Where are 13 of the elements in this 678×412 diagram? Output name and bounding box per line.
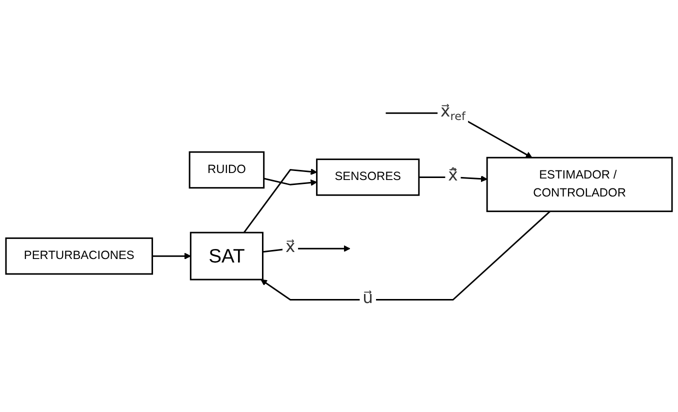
- arrow: [264, 177, 318, 186]
- node-box: [190, 231, 264, 280]
- arrow: [243, 168, 318, 233]
- arrow: [152, 252, 191, 259]
- edge-label: x⃗$_{ref}$: [440, 102, 466, 122]
- edge-label: x⃗: [285, 237, 296, 256]
- block-diagram: x⃗$_{ref}$ u⃗ x⃗ x̂⃗ PERTURBACIONES ESTIMADOR / CONTROLADOR SAT SENSORES RUIDO: [0, 90, 678, 322]
- edge-label: x̂⃗: [448, 166, 458, 185]
- node-box: [486, 156, 673, 212]
- edge-label: u⃗: [362, 288, 374, 308]
- node-box: [188, 150, 265, 188]
- node-box: [5, 237, 154, 274]
- node-box: [316, 158, 420, 196]
